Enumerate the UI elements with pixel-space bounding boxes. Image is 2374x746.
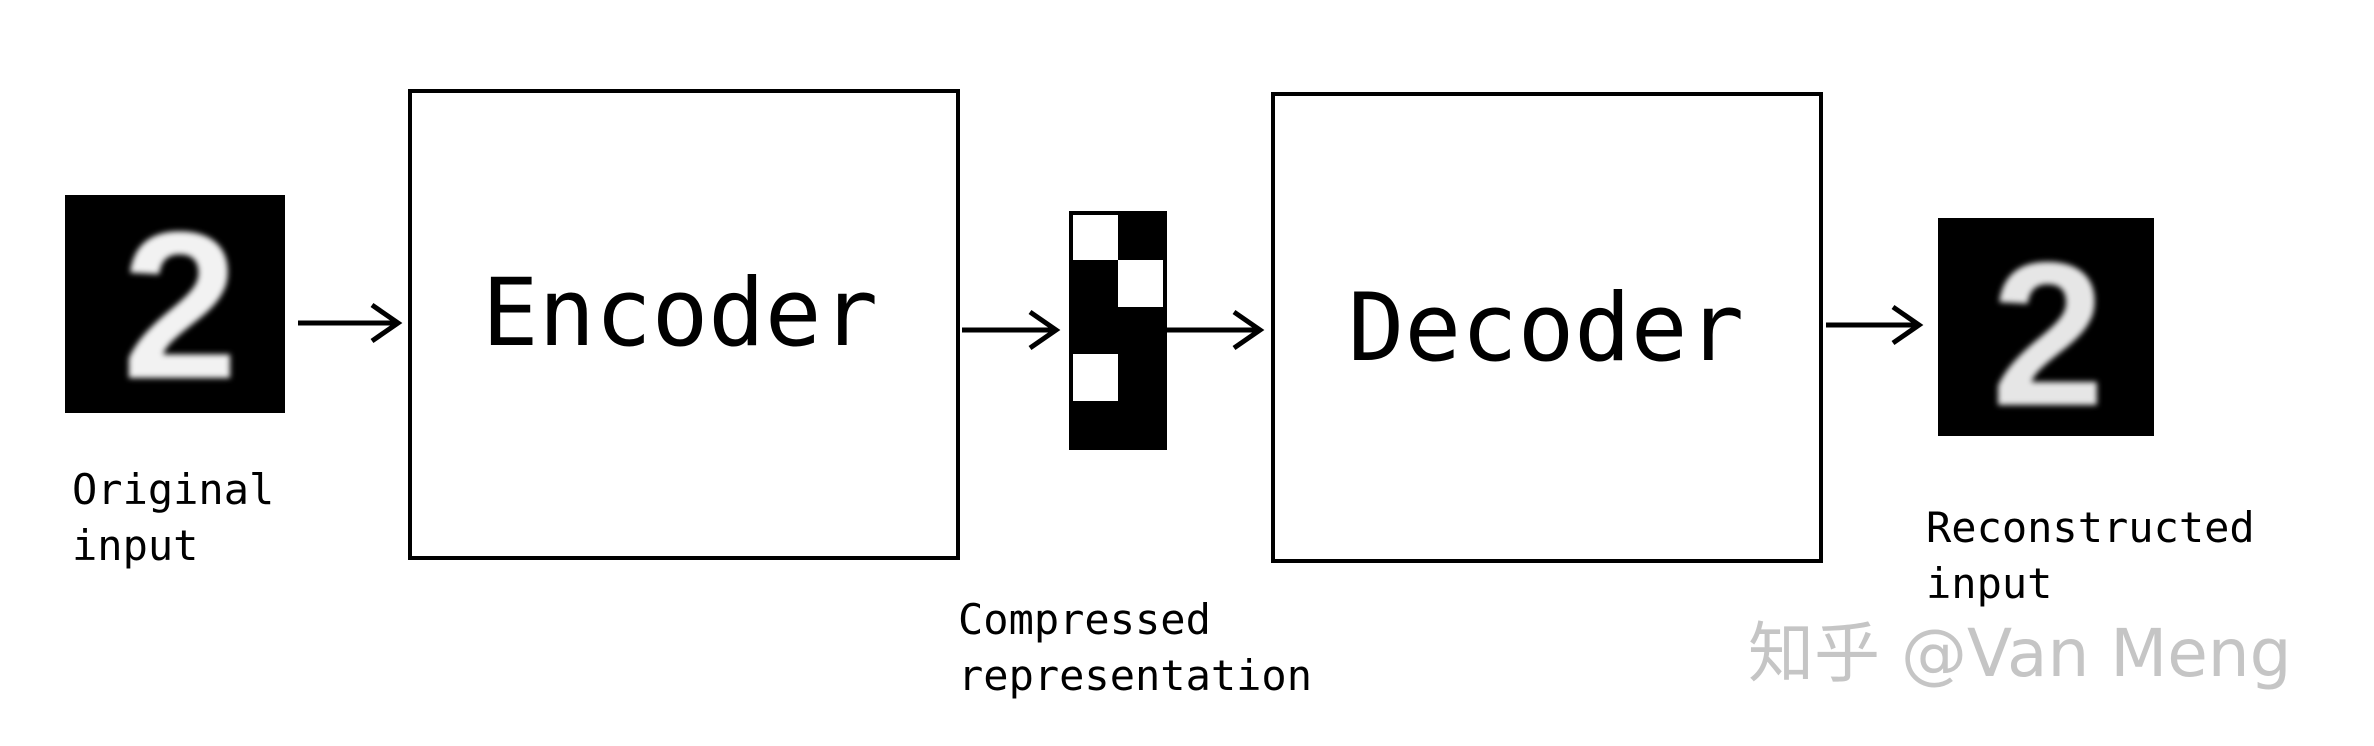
encoder-label: Encoder [482,259,878,368]
watermark: 知乎 @Van Meng [1748,615,2292,692]
reconstructed-input-caption: Reconstructed input [1926,500,2255,612]
latent-cell [1118,307,1165,354]
latent-cell [1071,401,1118,448]
original-caption-line-2: input [72,521,199,570]
arrow-encoder-to-code [962,309,1061,351]
compressed-caption-line-2: representation [958,651,1313,700]
latent-cell [1071,260,1118,307]
latent-cell [1118,260,1165,307]
arrow-input-to-encoder [298,302,403,344]
decoder-label: Decoder [1348,274,1744,383]
reconstructed-caption-line-1: Reconstructed [1926,503,2255,552]
compressed-representation-caption: Compressed representation [958,592,1312,704]
latent-cell [1118,354,1165,401]
reconstructed-caption-line-2: input [1926,559,2053,608]
compressed-representation-grid [1069,211,1167,450]
latent-cell [1118,401,1165,448]
original-input-image: 2 [65,188,285,423]
reconstructed-digit: 2 [1991,220,2105,449]
reconstructed-input-image: 2 [1938,218,2154,449]
original-input-caption: Original input [72,462,274,574]
latent-cell [1071,307,1118,354]
latent-cell [1071,213,1118,260]
compressed-caption-line-1: Compressed [958,595,1211,644]
arrow-code-to-decoder [1160,309,1265,351]
decoder-box: Decoder [1271,92,1823,563]
latent-cell [1071,354,1118,401]
original-digit: 2 [122,188,239,423]
latent-cell [1118,213,1165,260]
arrow-decoder-to-output [1826,304,1924,346]
encoder-box: Encoder [408,89,960,560]
original-caption-line-1: Original [72,465,275,514]
